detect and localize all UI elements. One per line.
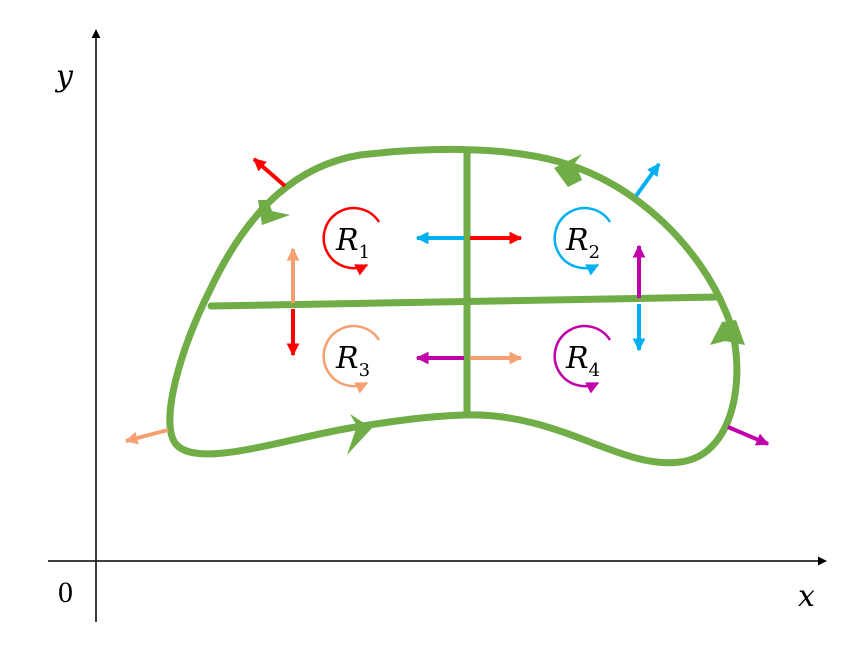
chevron-left-top-icon <box>258 200 290 225</box>
chevron-right-side-icon <box>710 320 745 345</box>
circulation-arrow-r1-icon <box>322 206 381 276</box>
region-r4: R4 <box>553 324 612 394</box>
boundary-normal-arrows <box>124 157 770 446</box>
region-r2: R2 <box>553 206 612 276</box>
region-r1: R1 <box>322 206 381 276</box>
region-r3: R3 <box>322 324 381 394</box>
circulation-arrow-r4-icon <box>553 324 612 394</box>
circulation-arrow-r2-icon <box>553 206 612 276</box>
interior-flux-arrows <box>286 231 646 365</box>
normal-arrow-blue <box>634 162 661 198</box>
normal-arrow-magenta <box>727 425 770 446</box>
normal-arrow-red <box>252 157 287 188</box>
normal-arrow-orange <box>124 428 169 445</box>
region-label-r2: R2 <box>565 223 600 263</box>
circulation-arrow-r3-icon <box>322 324 381 394</box>
boundary-direction-arrows <box>258 154 745 455</box>
x-axis-label: x <box>798 579 815 614</box>
origin-label: 0 <box>58 576 73 609</box>
chevron-bottom-icon <box>347 414 372 455</box>
horizontal-divider <box>207 293 722 310</box>
region-boundary <box>166 145 741 467</box>
y-axis-label: y <box>54 59 74 94</box>
region-label-r3: R3 <box>335 341 370 381</box>
axes: x y 0 <box>48 29 827 622</box>
region-label-r1: R1 <box>335 223 370 263</box>
boundary-curve <box>166 145 741 467</box>
chevron-right-top-icon <box>554 154 582 187</box>
region-label-r4: R4 <box>565 341 600 381</box>
